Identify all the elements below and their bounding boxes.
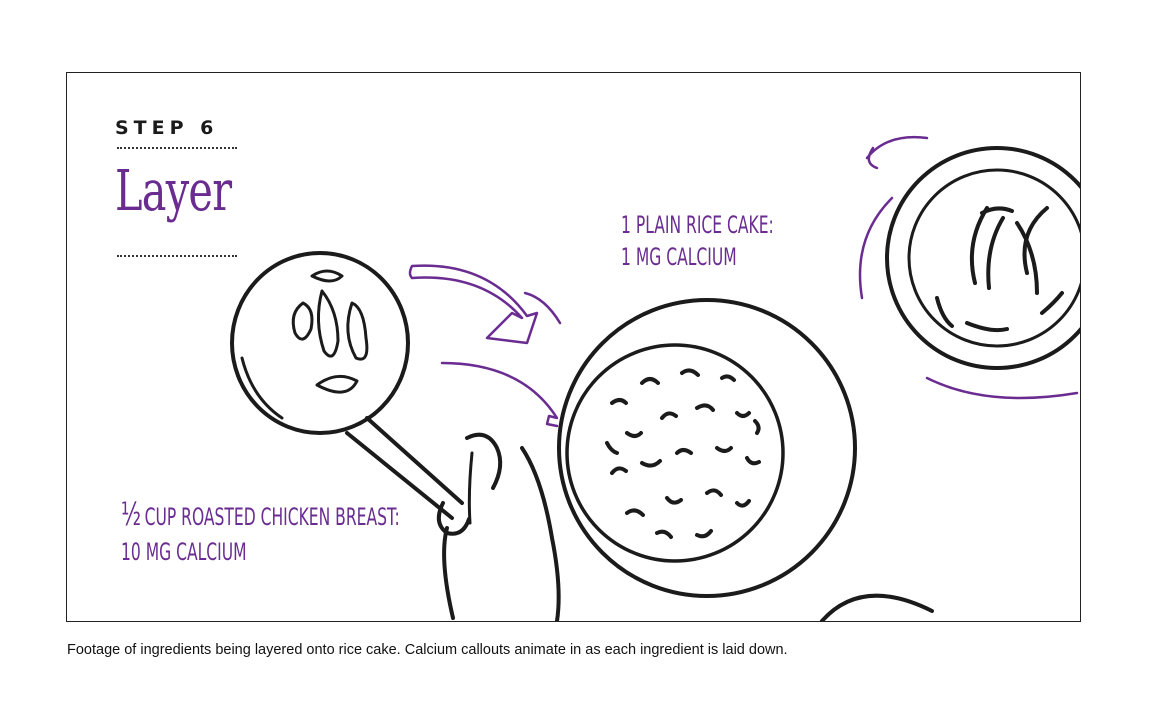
plate-edge <box>820 593 934 621</box>
rice-cake-center <box>557 298 857 598</box>
rice-cake-callout-line1: 1 PLAIN RICE CAKE: <box>621 211 774 239</box>
rice-cake-calcium-callout: 1 PLAIN RICE CAKE: 1 MG CALCIUM <box>621 209 774 274</box>
step-title: Layer <box>115 159 232 224</box>
chicken-fraction: ½ <box>121 495 141 533</box>
measuring-cup <box>230 251 464 520</box>
dotted-divider-top <box>117 147 237 149</box>
rice-cake-callout-line2: 1 MG CALCIUM <box>621 243 737 272</box>
chicken-callout-line2: 10 MG CALCIUM <box>121 538 247 567</box>
storyboard-caption: Footage of ingredients being layered ont… <box>67 642 788 658</box>
storyboard-frame: STEP 6 Layer 1 PLAIN RICE CAKE: 1 MG CAL… <box>66 72 1081 622</box>
chicken-calcium-callout: ½ CUP ROASTED CHICKEN BREAST: 10 MG CALC… <box>121 493 400 569</box>
motion-arrows <box>408 136 1079 428</box>
sketch-illustration <box>230 136 1080 621</box>
hand <box>436 432 561 621</box>
rice-cake-right <box>885 146 1080 370</box>
chicken-callout-line1: CUP ROASTED CHICKEN BREAST: <box>144 503 400 531</box>
step-number: STEP 6 <box>115 117 219 139</box>
dotted-divider-bottom <box>117 255 237 257</box>
